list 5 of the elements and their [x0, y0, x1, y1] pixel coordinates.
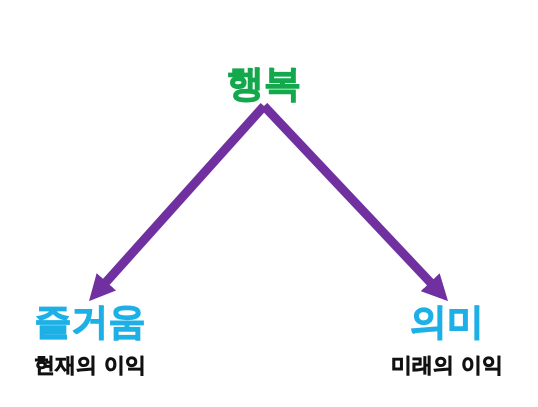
concept-label: 의미 [410, 300, 484, 344]
note-text: 현재의 이익 [34, 353, 146, 378]
concept-label: 행복 [227, 62, 301, 106]
note-text: 미래의 이익 [390, 353, 504, 378]
concept-label: 즐거움 [34, 300, 146, 344]
